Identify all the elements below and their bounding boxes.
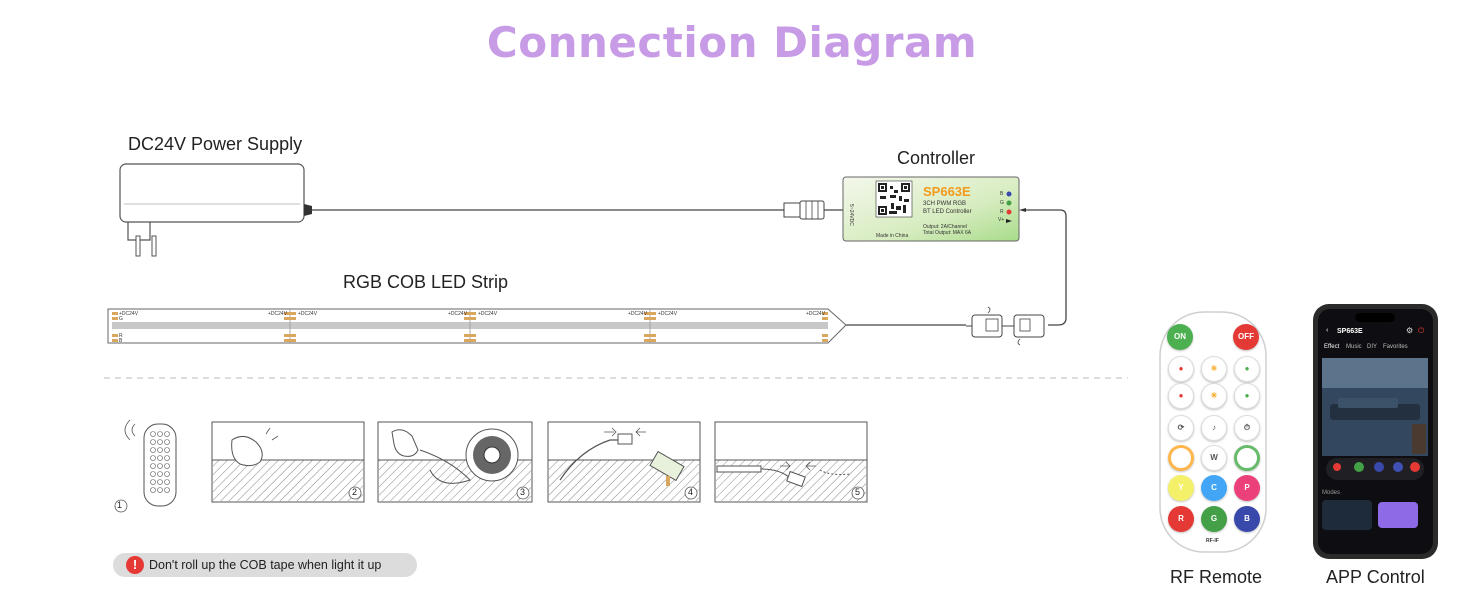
tab-favorites[interactable]: Favorites — [1383, 344, 1408, 350]
power-adapter — [119, 163, 312, 257]
remote-button[interactable]: ● — [1168, 383, 1194, 409]
controller-output-1: Output: 2A/Channel — [923, 224, 967, 230]
strip-mark-plus: +DC24V — [268, 311, 288, 317]
strip-mark-plus: +DC24V — [478, 311, 498, 317]
remote-p-button[interactable]: P — [1234, 475, 1260, 501]
color-swatch[interactable] — [1354, 462, 1364, 472]
app-title: SP663E — [1337, 328, 1363, 335]
controller-pin-g: G — [1000, 200, 1004, 206]
strip-mark-plus: +DC24V — [448, 311, 468, 317]
strip-mark-r: R — [119, 333, 123, 339]
remote-on-button[interactable]: ON — [1167, 324, 1193, 350]
remote-c-button[interactable]: C — [1201, 475, 1227, 501]
remote-r-button[interactable]: R — [1168, 506, 1194, 532]
gear-icon[interactable]: ⚙ — [1406, 326, 1414, 335]
color-swatch[interactable] — [1333, 463, 1341, 471]
remote-button[interactable]: ♪ — [1201, 415, 1227, 441]
step-4-number: 4 — [688, 487, 694, 497]
strip-mark-b: B — [119, 338, 123, 344]
remote-brand: RF-IF — [1206, 538, 1219, 544]
step-2-number: 2 — [352, 487, 358, 497]
color-swatch[interactable] — [1410, 462, 1420, 472]
remote-w-button[interactable]: W — [1201, 445, 1227, 471]
remote-g-button[interactable]: G — [1201, 506, 1227, 532]
tab-diy[interactable]: DIY — [1367, 344, 1378, 350]
step-5-number: 5 — [855, 487, 861, 497]
controller-pin-vplus: V+ — [998, 217, 1005, 223]
remote-button[interactable]: ☀ — [1201, 383, 1227, 409]
controller-pin-b: B — [1000, 191, 1004, 197]
remote-color-wheel-button[interactable] — [1168, 445, 1194, 471]
modes-label: Modes — [1322, 490, 1341, 496]
strip-connector — [966, 306, 1045, 346]
remote-b-button[interactable]: B — [1234, 506, 1260, 532]
strip-mark-g: G — [119, 316, 123, 322]
color-swatch[interactable] — [1374, 462, 1384, 472]
step-1-number: 1 — [117, 500, 123, 510]
controller-input: 5~24VDC — [848, 204, 854, 226]
color-swatch[interactable] — [1393, 462, 1403, 472]
step-1-remote — [114, 419, 177, 513]
strip-mark-plus: +DC24V — [298, 311, 318, 317]
dc-jack — [783, 200, 825, 220]
remote-button[interactable]: ⏱ — [1234, 415, 1260, 441]
power-supply-label: DC24V Power Supply — [128, 134, 303, 154]
strip-mark-plus: +DC24V — [628, 311, 648, 317]
controller-output-2: Total Output: MAX 6A — [923, 230, 972, 236]
cob-led-strip — [107, 308, 847, 344]
step-3-number: 3 — [520, 487, 526, 497]
controller-made-in: Made in China — [876, 233, 909, 239]
remote-button[interactable]: ● — [1234, 356, 1260, 382]
remote-y-button[interactable]: Y — [1168, 475, 1194, 501]
remote-color-wheel-button[interactable] — [1234, 445, 1260, 471]
led-strip-label: RGB COB LED Strip — [343, 272, 509, 292]
strip-mark-plus: +DC24V — [119, 311, 139, 317]
diagram-title: Connection Diagram — [486, 18, 978, 67]
remote-button[interactable]: ● — [1168, 356, 1194, 382]
power-icon[interactable]: ⏻ — [1418, 326, 1425, 335]
app-control-label: APP Control — [1326, 567, 1425, 587]
warning-text: Don't roll up the COB tape when light it… — [149, 558, 382, 572]
remote-off-button[interactable]: OFF — [1233, 324, 1259, 350]
rf-remote-label: RF Remote — [1170, 567, 1263, 587]
tab-music[interactable]: Music — [1346, 344, 1362, 350]
strip-mark-plus: +DC24V — [806, 311, 826, 317]
warning-icon: ! — [126, 556, 144, 574]
remote-button[interactable]: ☀ — [1201, 356, 1227, 382]
remote-button[interactable]: ⟳ — [1168, 415, 1194, 441]
controller-label: Controller — [897, 148, 976, 168]
controller-pin-r: R — [1000, 209, 1004, 215]
controller-model: SP663E — [923, 184, 971, 199]
phone-body — [1313, 304, 1438, 559]
strip-mark-plus: +DC24V — [658, 311, 678, 317]
tab-effect[interactable]: Effect — [1324, 344, 1340, 350]
controller-desc-1: 3CH PWM RGB — [923, 201, 967, 207]
app-back-icon[interactable]: ‹ — [1326, 327, 1329, 334]
warning-banner — [113, 553, 417, 577]
controller-desc-2: BT LED Controller — [923, 209, 972, 215]
remote-button[interactable]: ● — [1234, 383, 1260, 409]
